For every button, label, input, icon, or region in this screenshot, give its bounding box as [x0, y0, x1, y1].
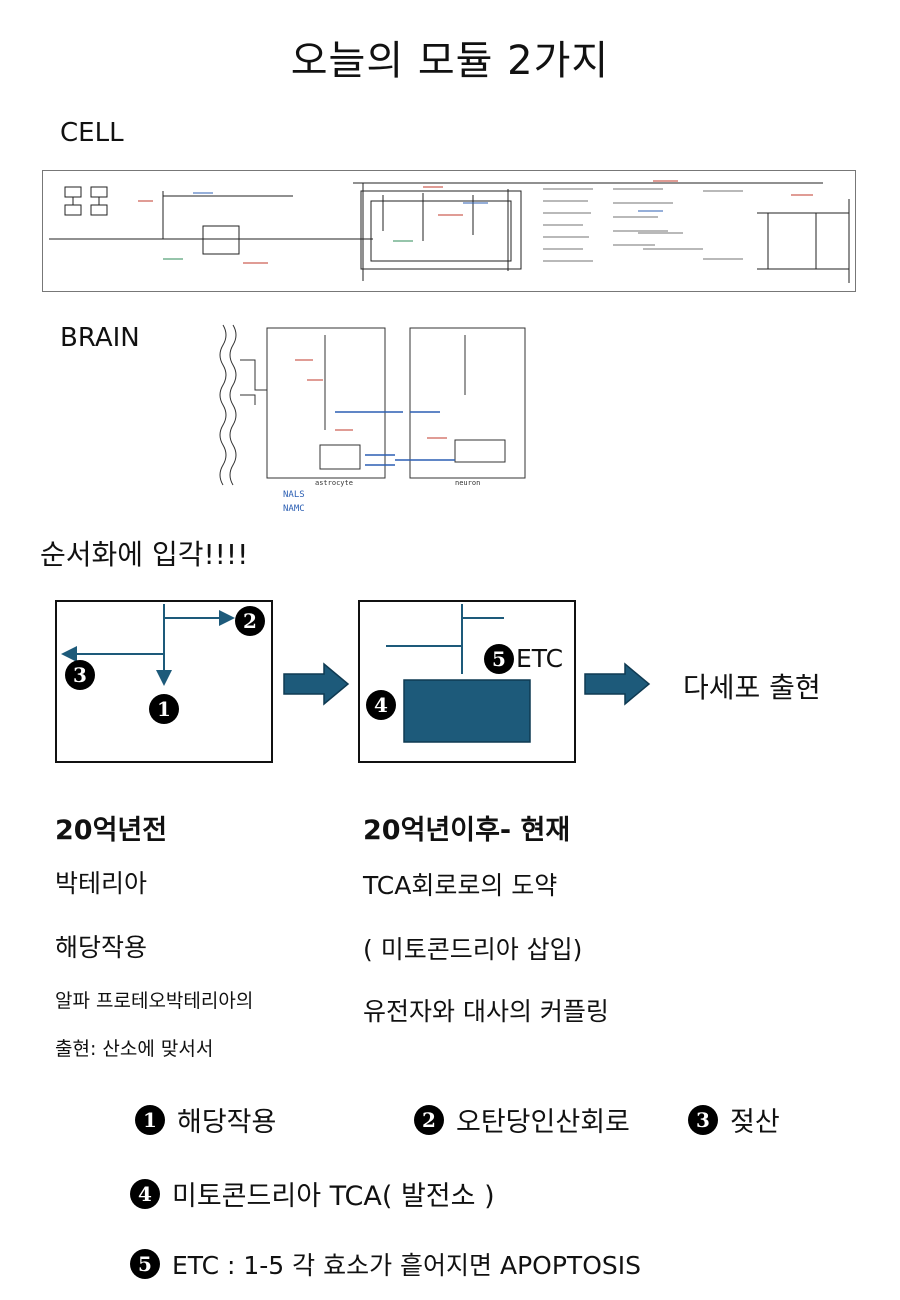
left-line-1: 박테리아: [55, 869, 148, 898]
glycolysis-diagram-box: 2 3 1: [55, 600, 273, 763]
legend-text-2: 오탄당인산회로: [456, 1107, 630, 1138]
principle-text: 순서화에 입각!!!!: [40, 538, 249, 571]
flow-arrow-1: [283, 662, 350, 706]
left-line-3: 알파 프로테오박테리아의: [55, 990, 254, 1012]
legend-text-3: 젖산: [730, 1107, 780, 1138]
left-heading: 20억년전: [55, 815, 168, 846]
marker-4: 4: [366, 690, 396, 720]
right-line-3: 유전자와 대사의 커플링: [363, 997, 609, 1026]
marker-3: 3: [65, 660, 95, 690]
legend-text-5: ETC : 1-5 각 효소가 흩어지면 APOPTOSIS: [172, 1251, 641, 1280]
outcome-text: 다세포 출현: [683, 671, 821, 704]
legend-item-4: 4 미토콘드리아 TCA( 발전소 ): [130, 1174, 495, 1213]
legend-marker-4: 4: [130, 1178, 160, 1209]
legend-marker-2: 2: [414, 1104, 444, 1135]
legend-marker-3: 3: [688, 1104, 718, 1135]
cell-pathway-sketch: [42, 170, 856, 292]
right-line-1: TCA회로로의 도약: [363, 871, 558, 900]
flow-arrow-2: [584, 662, 651, 706]
marker-1: 1: [149, 694, 179, 724]
legend-marker-5: 5: [130, 1249, 160, 1279]
cell-sketch-drawing: [49, 180, 850, 283]
brain-sketch: astrocyte neuron NALS NAMC: [215, 320, 535, 520]
legend-text-1: 해당작용: [177, 1107, 277, 1138]
astrocyte-label: astrocyte: [315, 479, 353, 487]
neuron-label: neuron: [455, 479, 480, 487]
brain-sketch-drawing: astrocyte neuron NALS NAMC: [219, 324, 526, 514]
right-heading: 20억년이후- 현재: [363, 815, 571, 846]
mitochondria-diagram-box: 5 ETC 4: [358, 600, 576, 763]
left-line-4: 출현: 산소에 맞서서: [55, 1038, 214, 1060]
brain-label: BRAIN: [60, 323, 140, 353]
brain-note-namc: NAMC: [283, 504, 305, 514]
legend-item-2: 2 오탄당인산회로: [414, 1100, 630, 1139]
brain-note-nals: NALS: [283, 490, 305, 500]
legend-text-4: 미토콘드리아 TCA( 발전소 ): [172, 1181, 495, 1212]
left-line-2: 해당작용: [55, 933, 148, 962]
legend-item-5: 5 ETC : 1-5 각 효소가 흩어지면 APOPTOSIS: [130, 1246, 641, 1282]
etc-label: ETC: [516, 644, 564, 673]
cell-label: CELL: [60, 118, 124, 148]
legend-item-3: 3 젖산: [688, 1100, 780, 1139]
right-line-2: ( 미토콘드리아 삽입): [363, 935, 583, 964]
legend-item-1: 1 해당작용: [135, 1100, 276, 1139]
page-title: 오늘의 모듈 2가지: [290, 38, 610, 84]
marker-5: 5: [484, 644, 514, 674]
glycolysis-arrows: [61, 604, 235, 686]
mitochondria-drawing: [386, 604, 531, 743]
marker-2: 2: [235, 606, 265, 636]
legend-marker-1: 1: [135, 1104, 165, 1135]
